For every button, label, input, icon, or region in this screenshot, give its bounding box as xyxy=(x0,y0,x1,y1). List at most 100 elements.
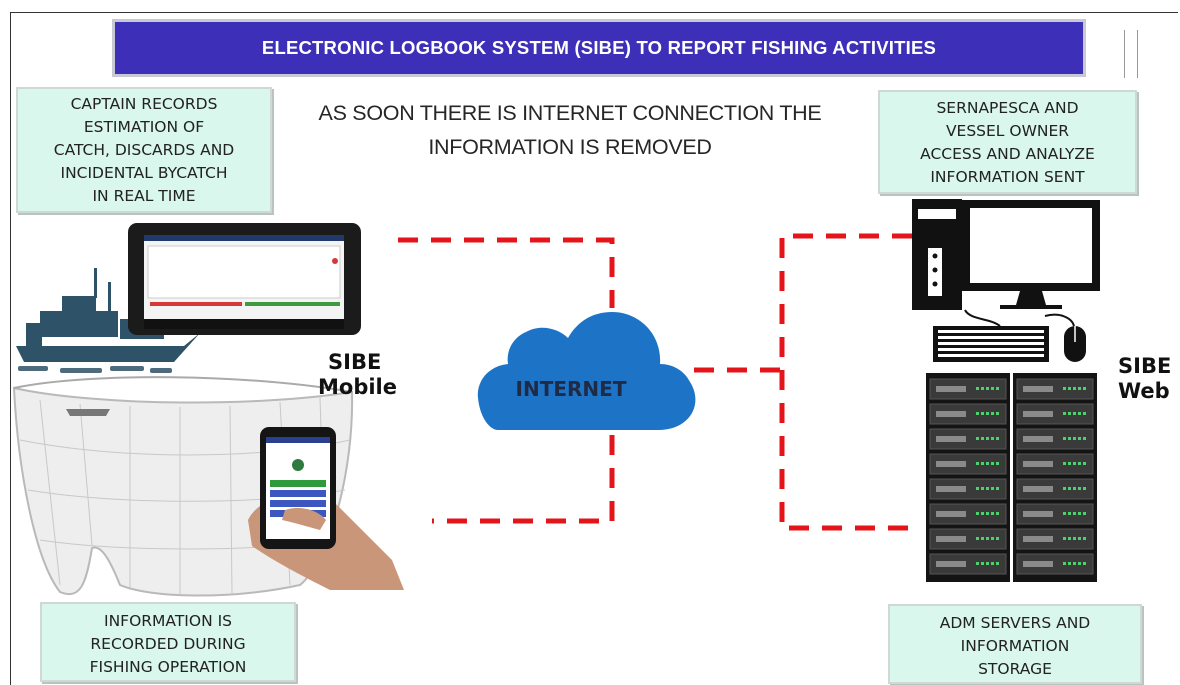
sibe-mobile-line-2: Mobile xyxy=(318,375,397,399)
sibe-web-label: SIBE Web xyxy=(1118,354,1171,404)
server-status-light xyxy=(981,512,984,515)
server-unit xyxy=(929,503,1007,525)
title-text: ELECTRONIC LOGBOOK SYSTEM (SIBE) TO REPO… xyxy=(261,37,937,58)
server-status-light xyxy=(1068,437,1071,440)
server-drive-bay xyxy=(936,486,966,492)
server-status-light xyxy=(976,487,979,490)
server-status-light xyxy=(1078,487,1081,490)
title-banner: ELECTRONIC LOGBOOK SYSTEM (SIBE) TO REPO… xyxy=(115,22,1083,74)
sibe-web-line-2: Web xyxy=(1118,379,1170,403)
server-drive-bay xyxy=(1023,561,1053,567)
server-status-light xyxy=(981,487,984,490)
server-status-light xyxy=(996,437,999,440)
server-status-light xyxy=(1083,462,1086,465)
server-status-light xyxy=(1083,437,1086,440)
server-unit xyxy=(929,553,1007,575)
server-status-light xyxy=(1078,412,1081,415)
server-status-light xyxy=(996,412,999,415)
note-recorded-line: RECORDED DURING xyxy=(90,635,246,653)
connector-mobile-bottom xyxy=(432,435,615,524)
server-status-light xyxy=(981,537,984,540)
server-status-light xyxy=(996,512,999,515)
headline-line-2: INFORMATION IS REMOVED xyxy=(428,135,712,159)
server-status-light xyxy=(1078,437,1081,440)
internet-cloud-icon xyxy=(477,312,696,430)
note-captain-line: CATCH, DISCARDS AND xyxy=(53,141,235,159)
server-units xyxy=(929,378,1094,575)
server-status-light xyxy=(1063,412,1066,415)
note-captain-line: CAPTAIN RECORDS xyxy=(70,95,218,113)
server-status-light xyxy=(1068,412,1071,415)
server-drive-bay xyxy=(1023,386,1053,392)
server-status-light xyxy=(996,487,999,490)
server-status-light xyxy=(1083,562,1086,565)
headline-line-1: AS SOON THERE IS INTERNET CONNECTION THE xyxy=(318,101,822,125)
connector-web-bracket xyxy=(779,233,912,531)
server-status-light xyxy=(986,412,989,415)
server-status-light xyxy=(986,487,989,490)
server-unit xyxy=(1016,403,1094,425)
server-status-light xyxy=(976,512,979,515)
server-drive-bay xyxy=(936,461,966,467)
server-drive-bay xyxy=(1023,411,1053,417)
note-servers-line: ADM SERVERS AND xyxy=(939,614,1091,632)
server-status-light xyxy=(991,562,994,565)
server-status-light xyxy=(1078,462,1081,465)
server-unit xyxy=(1016,478,1094,500)
server-unit xyxy=(1016,428,1094,450)
server-status-light xyxy=(981,412,984,415)
phone-in-hand-image xyxy=(248,427,404,590)
note-sernapesca: SERNAPESCA AND VESSEL OWNER ACCESS AND A… xyxy=(878,90,1137,194)
server-status-light xyxy=(1078,537,1081,540)
diagram-frame xyxy=(10,12,1178,685)
connector-lines xyxy=(398,233,912,531)
server-status-light xyxy=(1063,512,1066,515)
server-status-light xyxy=(1063,537,1066,540)
note-servers-line: INFORMATION xyxy=(960,637,1070,655)
server-unit xyxy=(929,428,1007,450)
server-status-light xyxy=(1063,487,1066,490)
server-unit xyxy=(929,478,1007,500)
server-status-light xyxy=(986,537,989,540)
server-unit xyxy=(1016,553,1094,575)
server-status-light xyxy=(1068,562,1071,565)
server-status-light xyxy=(1083,487,1086,490)
note-sernapesca-line: VESSEL OWNER xyxy=(945,122,1070,140)
note-sernapesca-line: ACCESS AND ANALYZE xyxy=(920,145,1095,163)
note-sernapesca-line: SERNAPESCA AND xyxy=(936,99,1079,117)
note-captain-records: CAPTAIN RECORDS ESTIMATION OF CATCH, DIS… xyxy=(16,87,272,213)
note-captain-line: ESTIMATION OF xyxy=(83,118,205,136)
connector-mobile-top xyxy=(398,237,615,308)
server-racks-image xyxy=(926,373,1097,582)
server-status-light xyxy=(1063,387,1066,390)
server-unit xyxy=(929,453,1007,475)
server-status-light xyxy=(1068,387,1071,390)
server-status-light xyxy=(996,462,999,465)
note-captain-line: IN REAL TIME xyxy=(92,187,196,205)
server-status-light xyxy=(976,412,979,415)
server-status-light xyxy=(986,387,989,390)
server-status-light xyxy=(991,537,994,540)
sibe-mobile-line-1: SIBE xyxy=(328,350,382,374)
desktop-computer-image xyxy=(912,199,1100,362)
server-status-light xyxy=(1073,412,1076,415)
server-status-light xyxy=(1073,562,1076,565)
note-adm-servers: ADM SERVERS AND INFORMATION STORAGE xyxy=(888,604,1142,684)
server-status-light xyxy=(1068,512,1071,515)
sibe-mobile-label: SIBE Mobile xyxy=(318,350,397,400)
server-drive-bay xyxy=(1023,511,1053,517)
server-status-light xyxy=(981,437,984,440)
server-status-light xyxy=(1083,537,1086,540)
server-unit xyxy=(929,528,1007,550)
sibe-web-line-1: SIBE xyxy=(1118,354,1172,378)
server-drive-bay xyxy=(936,386,966,392)
server-status-light xyxy=(1083,387,1086,390)
server-status-light xyxy=(1063,462,1066,465)
server-drive-bay xyxy=(936,536,966,542)
server-status-light xyxy=(1078,562,1081,565)
server-status-light xyxy=(976,437,979,440)
server-drive-bay xyxy=(1023,436,1053,442)
server-status-light xyxy=(996,562,999,565)
server-drive-bay xyxy=(1023,486,1053,492)
